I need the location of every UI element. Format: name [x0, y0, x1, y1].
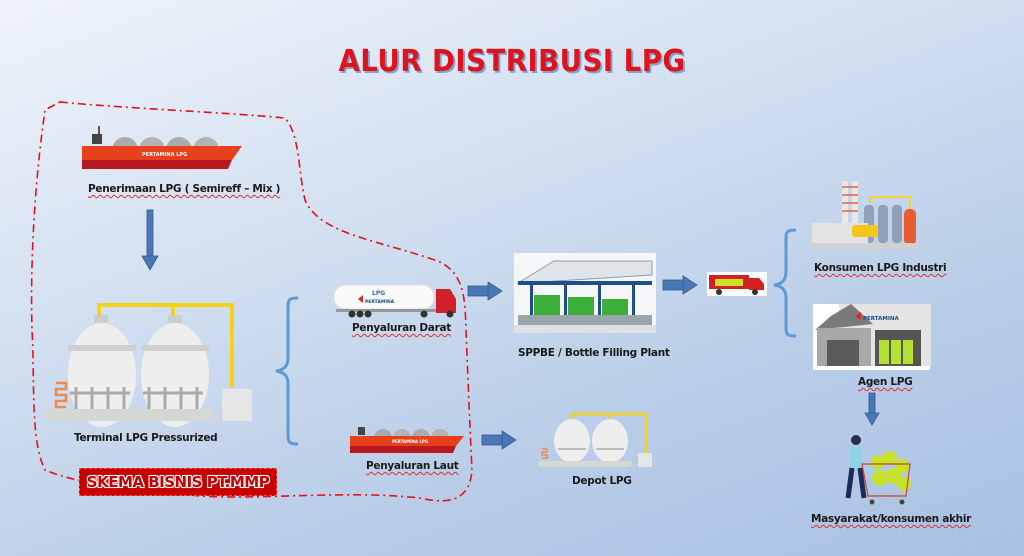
truck-lpg-text: LPG	[372, 290, 385, 297]
land-distribution-label: Penyaluran Darat	[352, 322, 451, 334]
consumer-bracket	[773, 228, 797, 338]
split-bracket	[275, 296, 299, 446]
terminal-label: Terminal LPG Pressurized	[74, 432, 218, 444]
arrow-down-icon	[864, 392, 880, 426]
arrow-right-icon	[662, 275, 698, 295]
industry-label: Konsumen LPG Industri	[814, 262, 947, 274]
business-scheme-badge: SKEMA BISNIS PT.MMP	[79, 468, 277, 496]
sea-ship-icon: PERTAMINA LPG	[350, 427, 464, 453]
terminal-tanks-icon	[44, 303, 252, 427]
depot-tanks-icon	[538, 412, 652, 467]
receiving-ship-icon: PERTAMINA LPG	[82, 126, 242, 169]
warehouse-icon: PERTAMINA	[813, 304, 931, 370]
truck-brand-text: PERTAMINA	[365, 299, 395, 305]
lpg-tanker-truck-icon: LPG PERTAMINA	[333, 284, 456, 318]
sppbe-label: SPPBE / Bottle Filling Plant	[518, 347, 670, 359]
sea-distribution-label: Penyaluran Laut	[366, 460, 459, 472]
end-consumer-label: Masyarakat/konsumen akhir	[811, 513, 972, 525]
ship-hull-text: PERTAMINA LPG	[142, 152, 187, 158]
diagram-title: ALUR DISTRIBUSI LPG	[338, 44, 686, 79]
arrow-right-icon	[481, 430, 517, 450]
arrow-right-icon	[467, 281, 503, 301]
agent-brand-text: PERTAMINA	[863, 316, 899, 322]
receiving-label: Penerimaan LPG ( Semireff – Mix )	[88, 183, 281, 195]
industrial-plant-icon	[812, 181, 918, 249]
delivery-truck-icon	[707, 272, 767, 296]
ship-hull-text: PERTAMINA LPG	[392, 439, 428, 444]
person-cart-icon	[845, 435, 911, 505]
agent-label: Agen LPG	[858, 376, 913, 388]
filling-plant-photo	[514, 253, 656, 333]
depot-label: Depot LPG	[572, 475, 632, 487]
arrow-down-icon	[141, 209, 159, 271]
